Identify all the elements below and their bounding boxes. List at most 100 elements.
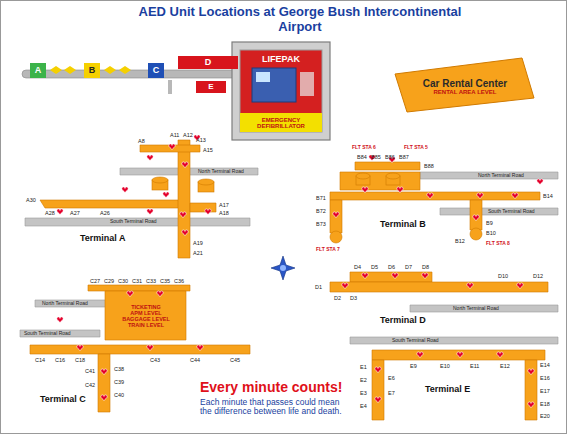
- gate-number: C39: [114, 379, 124, 385]
- terminal-b: [330, 162, 558, 243]
- gate-number: C29: [104, 278, 114, 284]
- aed-heart: [77, 345, 83, 351]
- aed-heart: [497, 352, 503, 358]
- road-name: North Terminal Road: [198, 169, 244, 175]
- aed-heart: [397, 187, 403, 193]
- gate-number: E3: [360, 390, 367, 396]
- gate-number: E11: [470, 363, 479, 369]
- aed-heart: [147, 155, 153, 161]
- gate-number: A28: [45, 210, 55, 216]
- aed-heart: [392, 273, 398, 279]
- node-heading: LIFEPAK: [262, 55, 300, 65]
- aed-heart: [101, 395, 107, 401]
- node-text: EMERGENCY DEFIBRILLATOR: [242, 117, 320, 130]
- aed-heart: [375, 397, 381, 403]
- aed-heart: [101, 369, 107, 375]
- gate-number: A21: [193, 250, 203, 256]
- gate-number: B71: [316, 195, 326, 201]
- gate-number: B84: [357, 154, 367, 160]
- gate-number: E14: [540, 362, 550, 368]
- aed-heart: [528, 369, 534, 375]
- gate-number: B73: [316, 221, 326, 227]
- gate-number: A30: [26, 197, 36, 203]
- gate-number: C30: [118, 278, 128, 284]
- node-heading: TICKETING: [131, 304, 161, 310]
- gate-number: A26: [100, 210, 110, 216]
- aed-heart: [417, 352, 423, 358]
- node-heading: A: [35, 66, 42, 76]
- node-heading: D: [205, 58, 212, 68]
- gate-number: C16: [55, 357, 65, 363]
- gate-number: D6: [388, 264, 395, 270]
- gate-number: C40: [114, 392, 124, 398]
- aed-heart: [197, 345, 203, 351]
- node-text: APM LEVEL: [130, 310, 161, 316]
- aed-heart: [127, 291, 133, 297]
- station-label: FLT STA 8: [486, 241, 510, 247]
- terminal-overview: [22, 66, 247, 94]
- gate-number: B85: [371, 154, 381, 160]
- road-name: North Terminal Road: [453, 306, 499, 312]
- gate-number: C44: [190, 357, 200, 363]
- aed-heart: [342, 283, 348, 289]
- gate-number: B88: [424, 163, 434, 169]
- aed-heart: [182, 162, 188, 168]
- terminal-name: Terminal D: [380, 316, 426, 326]
- aed-heart: [122, 187, 128, 193]
- gate-number: C38: [114, 366, 124, 372]
- gate-number: A12: [183, 132, 193, 138]
- gate-number: A8: [138, 138, 145, 144]
- gate-number: D3: [350, 295, 357, 301]
- gate-number: E4: [360, 403, 367, 409]
- road-name: North Terminal Road: [478, 173, 524, 179]
- defibrillator-cabinet: LIFEPAK EMERGENCY DEFIBRILLATOR: [240, 52, 322, 132]
- gate-number: E1: [360, 364, 367, 370]
- road-name: North Terminal Road: [42, 301, 88, 307]
- gate-number: E10: [440, 363, 450, 369]
- terminal-key-e: E: [196, 81, 226, 93]
- gate-number: E18: [540, 401, 550, 407]
- aed-heart: [362, 273, 368, 279]
- gate-number: B72: [316, 208, 326, 214]
- aed-heart: [427, 193, 433, 199]
- gate-number: C35: [160, 278, 170, 284]
- gate-number: C33: [146, 278, 156, 284]
- station-label: FLT STA 5: [404, 145, 428, 151]
- car-rental-box: Car Rental CenterRENTAL AREA LEVEL: [405, 68, 525, 106]
- gate-number: D1: [315, 284, 322, 290]
- terminal-name: Terminal E: [425, 385, 470, 395]
- gate-number: C41: [85, 368, 95, 374]
- car-rental-center: [395, 58, 534, 112]
- aed-heart: [333, 212, 339, 218]
- terminal-e: [350, 337, 558, 420]
- node-heading: E: [208, 83, 213, 92]
- station-label: FLT STA 7: [316, 247, 340, 253]
- aed-heart: [537, 179, 543, 185]
- gate-number: A27: [70, 210, 80, 216]
- gate-number: B12: [455, 238, 465, 244]
- gate-number: C36: [174, 278, 184, 284]
- gate-number: E20: [540, 413, 550, 419]
- aed-heart: [205, 209, 211, 215]
- aed-heart: [57, 317, 63, 323]
- terminal-d: [330, 272, 558, 312]
- road-name: South Terminal Road: [110, 219, 157, 225]
- gate-number: A13: [196, 137, 206, 143]
- slogan-heading: Every minute counts!: [200, 380, 342, 395]
- aed-heart: [477, 193, 483, 199]
- terminal-key-a: A: [30, 63, 46, 78]
- gate-number: C43: [150, 357, 160, 363]
- gate-number: A15: [203, 147, 213, 153]
- aed-heart: [422, 273, 428, 279]
- gate-number: B10: [486, 230, 496, 236]
- gate-number: C31: [132, 278, 142, 284]
- gate-number: A17: [219, 202, 229, 208]
- aed-heart: [457, 352, 463, 358]
- aed-heart: [180, 212, 186, 218]
- aed-heart: [163, 192, 169, 198]
- node-heading: B: [89, 66, 96, 76]
- node-text: BAGGAGE LEVEL: [122, 316, 170, 322]
- aed-heart: [362, 187, 368, 193]
